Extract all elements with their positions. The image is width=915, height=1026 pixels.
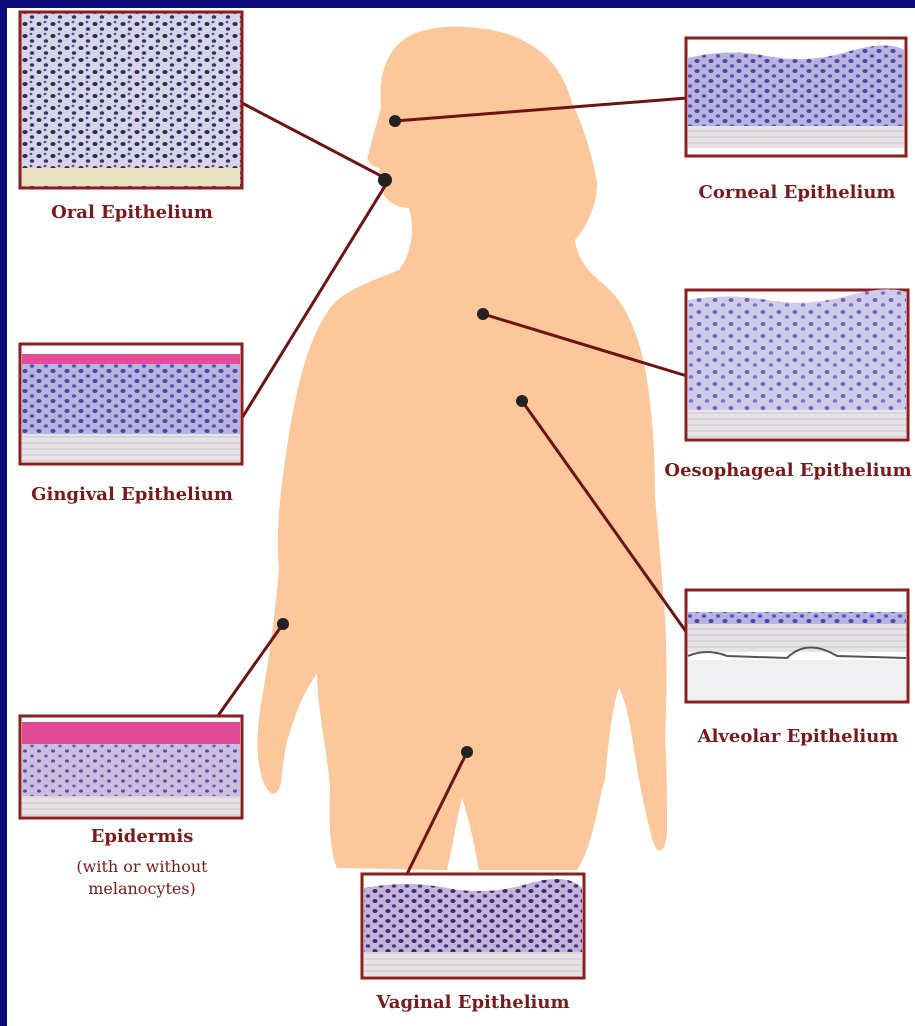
leader-line-oral xyxy=(242,103,385,178)
tissue-image-vaginal xyxy=(362,874,584,978)
diagram-canvas: Oral Epithelium Corneal Epithelium Gingi… xyxy=(7,8,915,1026)
dot-vaginal xyxy=(461,746,473,758)
label-epidermis-note-1: (with or without xyxy=(47,856,237,878)
tissue-image-alveolar xyxy=(686,590,908,702)
label-epidermis: Epidermis xyxy=(57,826,227,847)
label-alveolar: Alveolar Epithelium xyxy=(693,726,903,747)
tissue-image-corneal xyxy=(686,38,906,156)
dot-oesophageal xyxy=(477,308,489,320)
dot-corneal xyxy=(389,115,401,127)
body-silhouette xyxy=(257,27,667,870)
dot-alveolar xyxy=(516,395,528,407)
label-oral: Oral Epithelium xyxy=(42,202,222,223)
label-epidermis-note-2: melanocytes) xyxy=(47,878,237,900)
tissue-image-gingival xyxy=(20,344,242,464)
dot-epidermis xyxy=(277,618,289,630)
tissue-image-oesophageal xyxy=(686,289,908,440)
label-gingival: Gingival Epithelium xyxy=(21,484,243,505)
label-corneal: Corneal Epithelium xyxy=(697,182,897,203)
label-vaginal: Vaginal Epithelium xyxy=(363,992,583,1013)
tissue-image-oral xyxy=(20,12,242,188)
dot-oral xyxy=(378,173,392,187)
label-oesophageal: Oesophageal Epithelium xyxy=(661,460,915,481)
tissue-image-epidermis xyxy=(20,716,242,818)
